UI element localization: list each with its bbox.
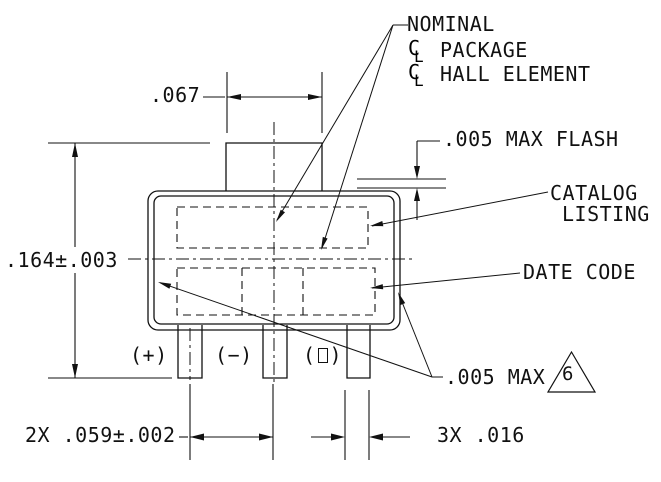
dim-lead-pitch-label: 2X .059±.002: [25, 423, 176, 447]
nominal-package-label: PACKAGE: [440, 38, 528, 62]
leader-nominal: [276, 24, 408, 250]
tab-outline: [225, 142, 323, 191]
catalog-label-line2: LISTING: [562, 202, 650, 226]
nominal-hall-label: HALL ELEMENT: [440, 62, 591, 86]
revision-flag-triangle: [546, 350, 597, 393]
arrowhead: [321, 236, 328, 250]
marking-areas: [176, 206, 376, 316]
arrowhead: [259, 433, 273, 441]
dim-tab-width-label: .067: [150, 83, 201, 107]
revision-flag-number: 6: [562, 363, 574, 385]
dim-lead-width-label: 3X .016: [437, 423, 525, 447]
pin3-output-label: (): [303, 343, 343, 367]
arrowhead: [158, 282, 172, 289]
arrowhead: [370, 221, 384, 227]
pin1-polarity-label: (+): [130, 343, 168, 367]
arrowhead: [190, 433, 204, 441]
arrowhead: [398, 292, 406, 305]
pin-3: [346, 325, 371, 379]
dim-max-flash: [414, 140, 440, 220]
arrowhead: [369, 433, 383, 441]
side-flash-label: .005 MAX: [445, 365, 546, 389]
arrowhead: [227, 94, 241, 100]
dim-overall-height: [48, 142, 210, 379]
body-flash-envelope: [147, 190, 401, 331]
dim-lead-pitch: [179, 384, 274, 460]
arrowhead: [276, 209, 285, 222]
output-box-symbol: [317, 348, 328, 363]
dim-overall-height-label: .164±.003: [5, 248, 118, 272]
leader-catalog-listing: [370, 191, 549, 227]
date-code-label: DATE CODE: [523, 260, 636, 284]
arrowhead: [72, 143, 78, 157]
arrowhead: [72, 364, 78, 378]
arrowhead: [414, 166, 420, 179]
flash-lines: [357, 178, 446, 189]
leader-date-code: [370, 272, 521, 290]
arrowhead: [331, 433, 345, 441]
leader-side-flash: [158, 282, 443, 378]
max-flash-label: .005 MAX FLASH: [443, 127, 619, 151]
date-code-area: [176, 267, 376, 316]
dim-lead-width: [311, 390, 410, 460]
dim-tab-width: [203, 72, 323, 133]
centerlines: [128, 122, 414, 382]
arrowhead: [370, 284, 384, 290]
catalog-label-line1: CATALOG: [550, 181, 638, 205]
arrowhead: [414, 188, 420, 201]
catalog-listing-area: [176, 206, 369, 249]
arrowhead: [308, 94, 322, 100]
pin-2: [262, 325, 288, 379]
pin2-polarity-label: (−): [215, 343, 253, 367]
nominal-title: NOMINAL: [407, 12, 495, 36]
